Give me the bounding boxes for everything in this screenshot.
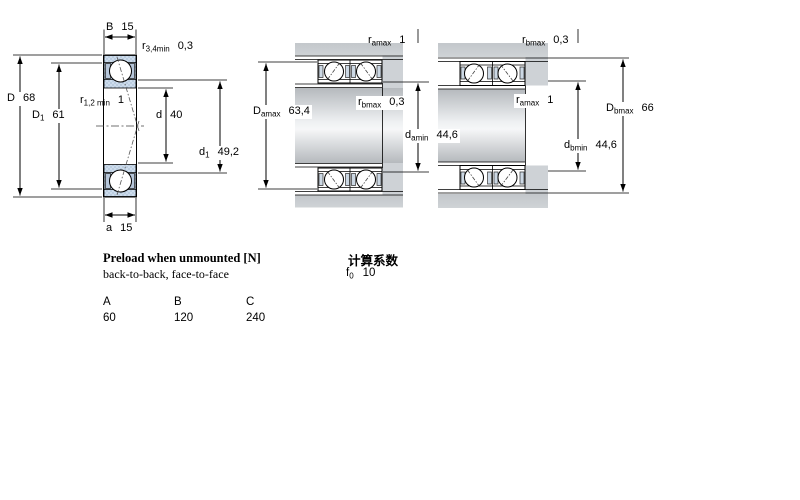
preload-title: Preload when unmounted [N] xyxy=(103,251,261,265)
ball xyxy=(356,61,376,82)
ball-bottom xyxy=(109,169,132,193)
housing-band-bottom xyxy=(295,195,403,208)
ball xyxy=(464,63,484,84)
preload-value-B: 120 xyxy=(174,312,194,324)
race-shoulders xyxy=(318,65,382,186)
race-shoulders xyxy=(105,63,135,189)
extension-lines xyxy=(13,29,227,222)
contact-angle-lines xyxy=(116,56,140,196)
preload-col-header-C: C xyxy=(246,296,255,308)
ball xyxy=(356,169,376,190)
panel-lines xyxy=(438,57,629,194)
shaft xyxy=(438,89,525,162)
contact-angle-lines xyxy=(467,64,514,187)
technical-drawing xyxy=(13,29,629,222)
calc-factor-title: 计算系数 xyxy=(348,254,399,268)
ball xyxy=(324,169,344,190)
housing-band-bottom xyxy=(438,194,548,208)
preload-value-A: 60 xyxy=(103,312,116,324)
figure-single-bearing xyxy=(13,29,227,222)
preload-subtitle: back-to-back, face-to-face xyxy=(103,267,229,281)
figure-pair-face-to-face xyxy=(438,29,629,208)
preload-value-C: 240 xyxy=(246,312,266,324)
shoulder-step-top xyxy=(382,55,403,89)
extension-lines xyxy=(258,29,429,190)
ball-top xyxy=(109,59,132,83)
contact-angle-lines xyxy=(327,62,373,189)
preload-col-header-B: B xyxy=(174,296,182,308)
panel-lines xyxy=(295,55,403,196)
shoulder-step-top xyxy=(525,57,548,86)
housing-band-top xyxy=(438,43,548,57)
ball xyxy=(324,61,344,82)
extension-lines xyxy=(548,29,586,172)
housing-band-top xyxy=(295,43,403,56)
preload-col-header-A: A xyxy=(103,296,111,308)
race-shoulders xyxy=(460,66,525,185)
shoulder-step-bottom xyxy=(525,165,548,194)
shoulder-step-bottom xyxy=(382,162,403,196)
ball xyxy=(464,167,484,188)
